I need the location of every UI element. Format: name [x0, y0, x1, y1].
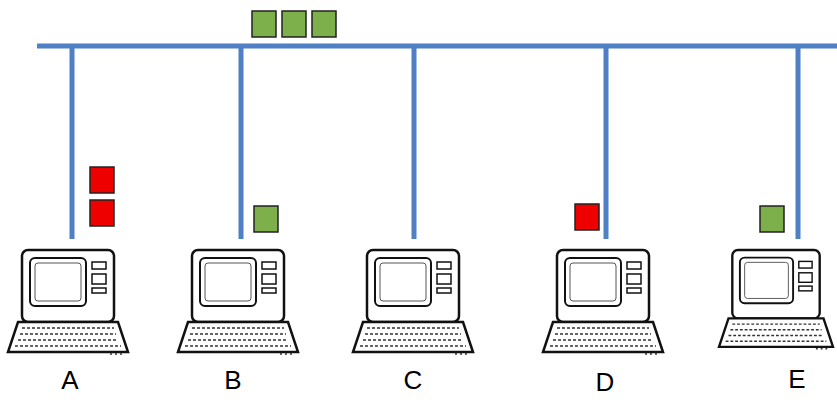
computer-label: B: [224, 367, 241, 393]
computer-label: C: [404, 367, 423, 393]
computer-label: E: [788, 366, 805, 392]
computer-label: D: [596, 369, 615, 395]
bus-line: [37, 44, 837, 49]
computer-icon: [719, 250, 833, 349]
computer-icon: [543, 250, 663, 354]
computer-icon: [353, 250, 473, 354]
drop-lines: [72, 46, 798, 239]
computer-icon: [8, 250, 128, 354]
computer-icon: [178, 250, 298, 354]
computer-label: A: [61, 367, 78, 393]
frames: [90, 11, 784, 232]
